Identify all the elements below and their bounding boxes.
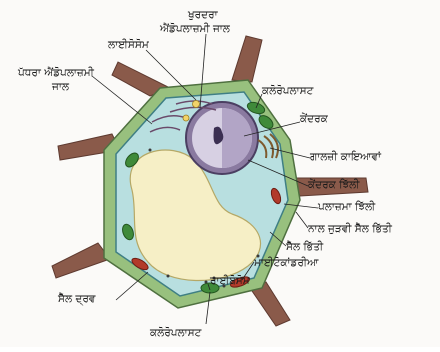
label-rough-er-2: ਐਂਡੋਪਲਾਜ਼ਮੀ ਜਾਲ	[159, 22, 231, 35]
label-ribosome: ਰਾਈਬੋਸੋਮ	[209, 274, 251, 287]
label-chloroplast-top: ਕਲੋਰੋਪਲਾਸਟ	[261, 84, 315, 97]
label-cytoplasm: ਸੈੱਲ ਦ੍ਰਵ	[57, 292, 97, 305]
label-plasma-membrane: ਪਲਾਜ਼ਮਾ ਝਿੱਲੀ	[317, 200, 376, 213]
label-nuclear-membrane: ਕੇਂਦਰਕ ਝਿੱਲੀ	[307, 178, 360, 191]
label-smooth-er-1: ਪੱਧਰਾ ਐਂਡੋਪਲਾਜ਼ਮੀ	[17, 66, 95, 79]
label-adjacent-cell-wall: ਨਾਲ ਜੁੜਵੀ ਸੈੱਲ ਭਿੱਤੀ	[307, 222, 393, 235]
label-cell-wall: ਸੈੱਲ ਭਿੱਤੀ	[285, 240, 324, 253]
label-golgi: ਗਾਲਜ਼ੀ ਕਾਇਆਵਾਂ	[309, 150, 382, 163]
label-lysosome: ਲਾਈਸੋਸੋਮ	[107, 38, 150, 51]
nucleus	[186, 102, 258, 174]
label-nucleus: ਕੇਂਦਰਕ	[299, 112, 329, 125]
label-mitochondria: ਮਾਈਟੋਕਾਂਡਰੀਆ	[253, 256, 320, 269]
label-chloroplast-bottom: ਕਲੋਰੋਪਲਾਸਟ	[149, 326, 203, 339]
label-rough-er-1: ਖੁਰਦਰਾ	[187, 9, 219, 21]
label-smooth-er-2: ਜਾਲ	[51, 81, 70, 93]
